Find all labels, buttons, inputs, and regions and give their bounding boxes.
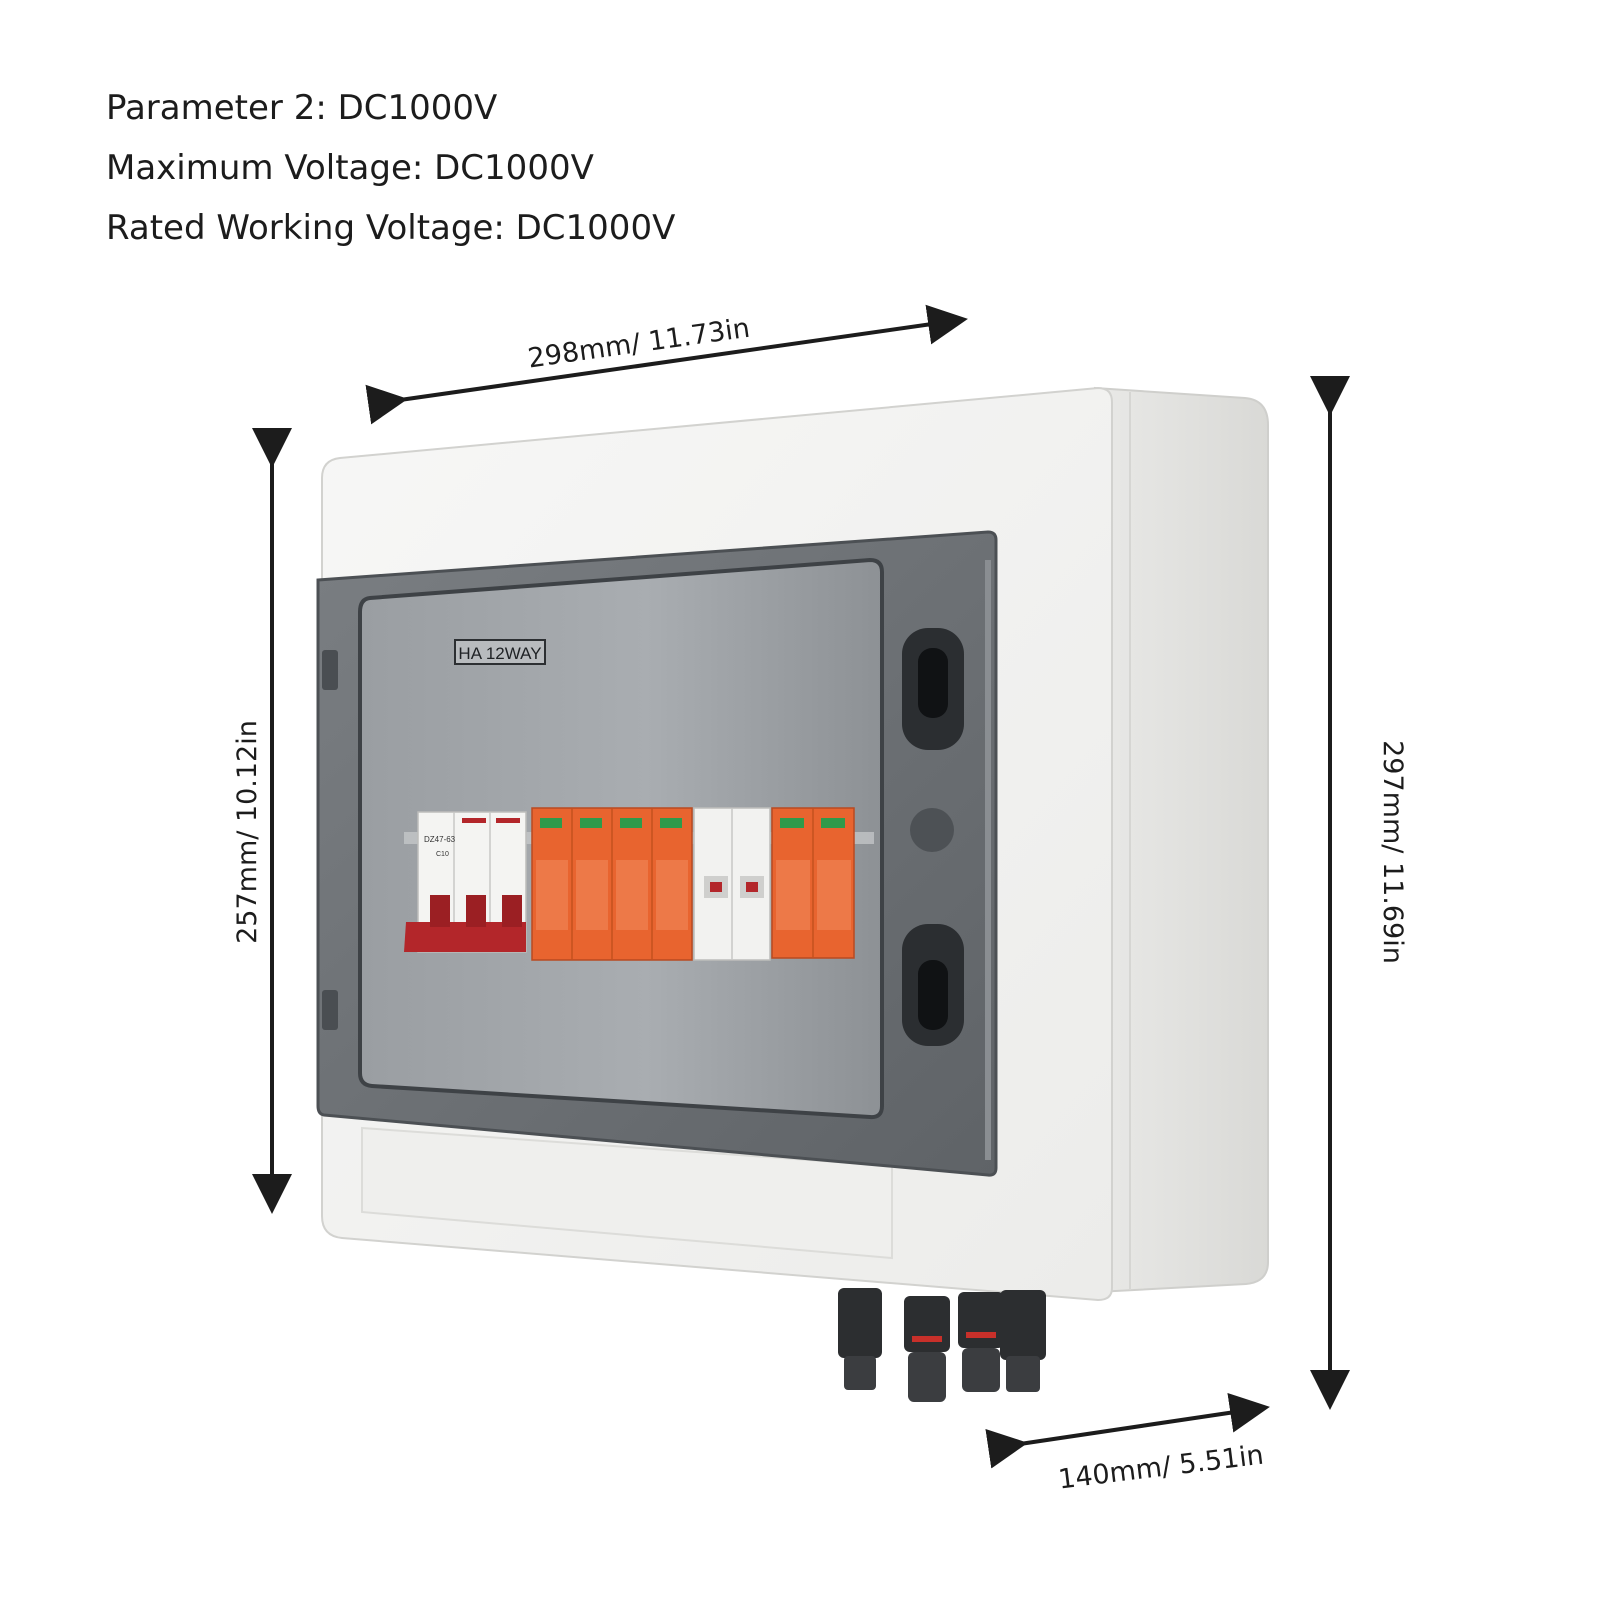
dc-breakers bbox=[693, 807, 771, 961]
dimension-depth: 140mm/ 5.51in bbox=[985, 1392, 1270, 1496]
dimension-total-height: 297mm/ 11.69in bbox=[1310, 376, 1408, 1410]
connector-3 bbox=[958, 1292, 1004, 1392]
mc4-connectors bbox=[838, 1288, 1046, 1402]
model-label: HA 12WAY bbox=[458, 644, 541, 663]
spec-parameter-2: Parameter 2: DC1000V bbox=[106, 88, 498, 128]
mcb-handle bbox=[404, 922, 526, 952]
breaker-modules: DZ47-63 C10 bbox=[404, 807, 855, 961]
hinge-top bbox=[322, 650, 338, 690]
total-height-label: 297mm/ 11.69in bbox=[1377, 740, 1408, 964]
latch-bottom bbox=[902, 924, 964, 1046]
label-strip bbox=[361, 1126, 893, 1260]
spec-maximum-voltage: Maximum Voltage: DC1000V bbox=[106, 148, 594, 188]
svg-text:DZ47-63: DZ47-63 bbox=[424, 835, 456, 844]
connector-4 bbox=[1000, 1290, 1046, 1392]
dimension-front-height: 257mm/ 10.12in bbox=[232, 428, 292, 1214]
dimension-width: 298mm/ 11.73in bbox=[365, 304, 968, 425]
model-label-plate bbox=[454, 639, 546, 665]
width-arrow bbox=[365, 304, 968, 425]
surge-protectors-right bbox=[771, 807, 855, 959]
front-height-label: 257mm/ 10.12in bbox=[232, 720, 263, 944]
connector-2 bbox=[904, 1296, 950, 1402]
spec-rated-working-voltage: Rated Working Voltage: DC1000V bbox=[106, 208, 676, 248]
mcb-breaker: DZ47-63 C10 bbox=[404, 811, 527, 953]
enclosure-side bbox=[1093, 386, 1269, 1294]
latch-top bbox=[902, 628, 964, 750]
spec-list: Parameter 2: DC1000V Maximum Voltage: DC… bbox=[106, 78, 675, 258]
latch-middle bbox=[910, 808, 954, 852]
depth-arrow bbox=[985, 1392, 1270, 1469]
connector-1 bbox=[838, 1288, 882, 1390]
svg-text:C10: C10 bbox=[436, 851, 449, 858]
hinge-bottom bbox=[322, 990, 338, 1030]
depth-label: 140mm/ 5.51in bbox=[1057, 1440, 1266, 1496]
surge-protectors-left bbox=[531, 807, 693, 961]
